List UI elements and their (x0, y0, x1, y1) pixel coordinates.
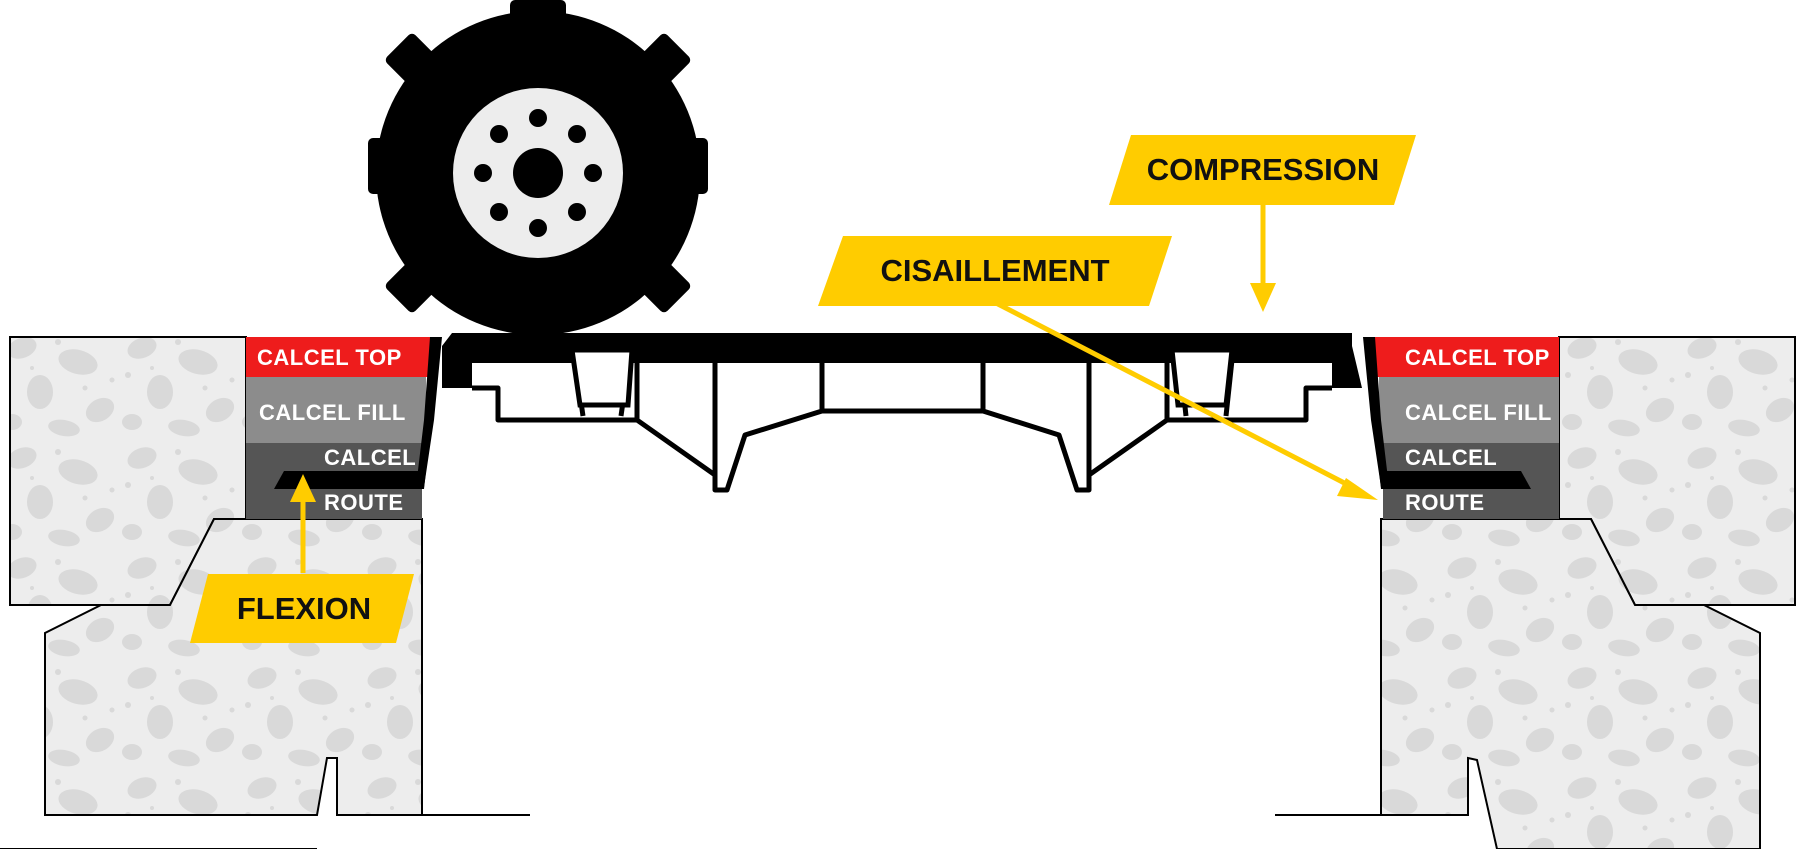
left-label-calcel-fill: CALCEL FILL (259, 400, 406, 425)
joint-top-plate (452, 333, 1352, 363)
left-label-route: ROUTE (324, 490, 404, 515)
joint-right-inner-block (1169, 347, 1235, 408)
left-anchor-plate (274, 471, 426, 489)
right-calcel-fill-band (1379, 377, 1559, 443)
joint-left-inner-block (569, 347, 635, 408)
right-label-calcel-top: CALCEL TOP (1405, 345, 1550, 370)
right-anchor-plate (1379, 471, 1531, 489)
right-abutment (1275, 336, 1796, 849)
left-layer-stack: CALCEL TOP CALCEL FILL CALCEL ROUTE (246, 337, 442, 519)
right-label-route: ROUTE (1405, 490, 1485, 515)
left-label-calcel: CALCEL (324, 445, 416, 470)
right-label-calcel: CALCEL (1405, 445, 1497, 470)
callout-compression: COMPRESSION (1109, 135, 1416, 312)
right-layer-stack: CALCEL TOP CALCEL FILL CALCEL ROUTE (1363, 337, 1559, 519)
compression-label: COMPRESSION (1147, 152, 1380, 187)
left-label-calcel-top: CALCEL TOP (257, 345, 402, 370)
left-calcel-top-band (246, 337, 430, 377)
right-lower-block (1380, 518, 1761, 849)
right-nosing-profile (1363, 337, 1389, 487)
callout-cisaillement: CISAILLEMENT (818, 236, 1378, 500)
joint-left-cap (442, 333, 472, 388)
callout-flexion: FLEXION (190, 474, 414, 643)
expansion-joint-profile (442, 333, 1362, 493)
right-calcel-top-band (1375, 337, 1559, 377)
joint-right-cap (1332, 333, 1362, 388)
wheel-icon (368, 0, 708, 335)
cisaillement-label: CISAILLEMENT (880, 253, 1109, 288)
right-label-calcel-fill: CALCEL FILL (1405, 400, 1552, 425)
flexion-label: FLEXION (237, 591, 371, 626)
left-calcel-fill-band (246, 377, 426, 443)
left-nosing-profile (416, 337, 442, 487)
